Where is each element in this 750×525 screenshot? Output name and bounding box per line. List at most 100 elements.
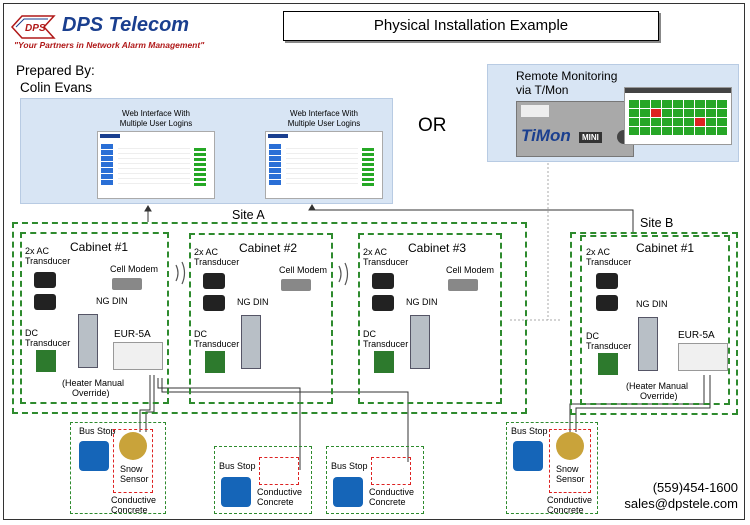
ac-transducer-icon bbox=[596, 273, 618, 289]
prepared-by-name: Colin Evans bbox=[20, 80, 93, 95]
ng-din-label: NG DIN bbox=[237, 297, 269, 307]
web-label-right-line2: Multiple User Logins bbox=[287, 119, 361, 128]
eur-device-icon bbox=[113, 342, 163, 370]
web-label-right-line1: Web Interface With bbox=[290, 109, 358, 118]
ac-transducer-icon bbox=[34, 294, 56, 310]
ac-transducer-icon bbox=[203, 273, 225, 289]
web-label-left-line2: Multiple User Logins bbox=[119, 119, 193, 128]
prepared-by-label: Prepared By: bbox=[16, 63, 95, 78]
site-b-label: Site B bbox=[640, 216, 674, 230]
eur-label: EUR-5A bbox=[114, 329, 151, 340]
ac-transducer-icon bbox=[203, 295, 225, 311]
cell-modem-icon bbox=[112, 278, 142, 290]
ng-din-device-icon bbox=[638, 317, 658, 371]
contact-info: (559)454-1600 sales@dpstele.com bbox=[610, 480, 738, 512]
page-title: Physical Installation Example bbox=[283, 11, 659, 41]
remote-monitoring-label: Remote Monitoring via T/Mon bbox=[516, 69, 617, 97]
bus-stop-label: Bus Stop bbox=[511, 426, 548, 436]
cell-modem-icon bbox=[448, 279, 478, 291]
remote-label-line1: Remote Monitoring bbox=[516, 69, 618, 83]
cabinet-title: Cabinet #2 bbox=[239, 241, 298, 255]
cabinet-title: Cabinet #1 bbox=[636, 241, 695, 255]
web-interface-label-left: Web Interface With Multiple User Logins bbox=[101, 109, 211, 129]
email-address: sales@dpstele.com bbox=[624, 496, 738, 511]
bus-stop-label: Bus Stop bbox=[331, 461, 368, 471]
web-screenshot-left bbox=[97, 131, 215, 199]
eur-label: EUR-5A bbox=[678, 330, 715, 341]
conductive-concrete-area bbox=[259, 457, 299, 485]
web-interface-panel: Web Interface With Multiple User Logins … bbox=[20, 98, 393, 204]
remote-monitoring-panel: Remote Monitoring via T/Mon TiMon MINI bbox=[487, 64, 739, 162]
cell-modem-label: Cell Modem bbox=[110, 264, 159, 274]
ac-transducer-icon bbox=[372, 273, 394, 289]
tmon-model: MINI bbox=[579, 132, 602, 143]
conductive-concrete-area bbox=[371, 457, 411, 485]
or-text: OR bbox=[418, 115, 447, 136]
ac-transducer-icon bbox=[372, 295, 394, 311]
bus-icon bbox=[221, 477, 251, 507]
cabinet-title: Cabinet #3 bbox=[408, 241, 467, 255]
logo-mark-text: DPS bbox=[25, 23, 46, 34]
bus-icon bbox=[333, 477, 363, 507]
ng-din-label: NG DIN bbox=[96, 296, 128, 306]
cell-modem-label: Cell Modem bbox=[446, 265, 495, 275]
dc-transducer-icon bbox=[36, 350, 56, 372]
tmon-device: TiMon MINI bbox=[516, 101, 634, 157]
cell-modem-icon bbox=[281, 279, 311, 291]
snow-sensor-icon bbox=[556, 432, 584, 460]
tmon-brand: TiMon bbox=[521, 126, 571, 145]
ng-din-label: NG DIN bbox=[406, 297, 438, 307]
site-a-label: Site A bbox=[232, 208, 265, 222]
bus-stop-label: Bus Stop bbox=[79, 426, 116, 436]
ac-transducer-icon bbox=[34, 272, 56, 288]
dc-transducer-icon bbox=[205, 351, 225, 373]
web-interface-label-right: Web Interface With Multiple User Logins bbox=[269, 109, 379, 129]
ac-transducer-icon bbox=[596, 295, 618, 311]
eur-device-icon bbox=[678, 343, 728, 371]
tagline: "Your Partners in Network Alarm Manageme… bbox=[14, 40, 205, 50]
remote-label-line2: via T/Mon bbox=[516, 83, 569, 97]
ng-din-device-icon bbox=[78, 314, 98, 368]
web-label-left-line1: Web Interface With bbox=[122, 109, 190, 118]
diagram-frame bbox=[3, 3, 745, 520]
bus-icon bbox=[513, 441, 543, 471]
site-b-region bbox=[570, 232, 738, 415]
bus-icon bbox=[79, 441, 109, 471]
tmon-screenshot bbox=[624, 87, 732, 145]
ng-din-device-icon bbox=[241, 315, 261, 369]
ng-din-device-icon bbox=[410, 315, 430, 369]
company-name: DPS Telecom bbox=[62, 14, 190, 36]
dc-transducer-icon bbox=[598, 353, 618, 375]
dps-logo-icon: DPS bbox=[10, 15, 56, 39]
site-a-region bbox=[12, 222, 527, 414]
bus-stop-label: Bus Stop bbox=[219, 461, 256, 471]
snow-sensor-icon bbox=[119, 432, 147, 460]
cabinet-title: Cabinet #1 bbox=[70, 240, 129, 254]
web-screenshot-right bbox=[265, 131, 383, 199]
prepared-by: Prepared By: Colin Evans bbox=[16, 62, 95, 96]
dc-transducer-icon bbox=[374, 351, 394, 373]
